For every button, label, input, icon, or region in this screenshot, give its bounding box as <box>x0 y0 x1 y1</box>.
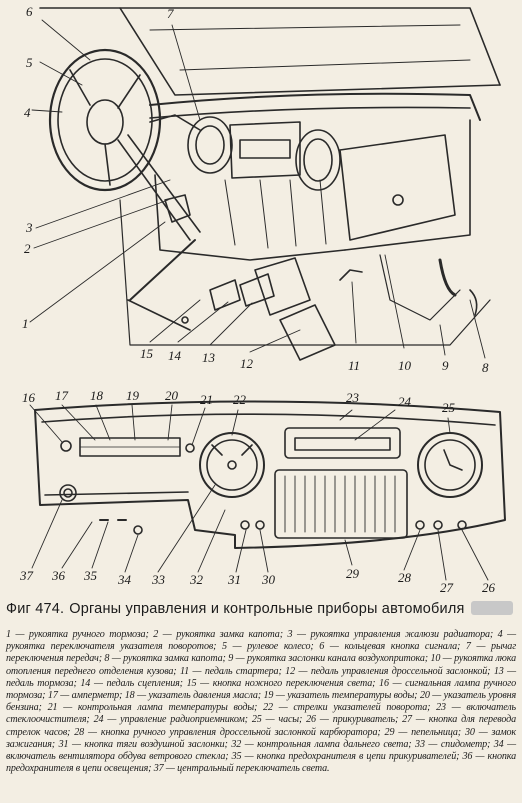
callout-37: 37 <box>19 568 34 583</box>
callout-32: 32 <box>189 572 204 587</box>
callout-28: 28 <box>398 570 412 585</box>
callout-9: 9 <box>442 358 449 373</box>
callout-8: 8 <box>482 360 489 375</box>
callout-16: 16 <box>22 390 36 405</box>
redaction-box <box>470 601 513 615</box>
callout-21: 21 <box>200 392 213 407</box>
legend-text: 1 — рукоятка ручного тормоза; 2 — рукоят… <box>6 629 516 775</box>
callout-12: 12 <box>240 356 254 371</box>
dashboard-drawing: 6 5 4 7 3 2 1 15 14 13 12 11 10 9 8 16 1… <box>19 4 506 595</box>
callout-10: 10 <box>398 358 412 373</box>
callout-34: 34 <box>117 572 132 587</box>
callout-26: 26 <box>482 580 496 595</box>
figure-caption: Фиг 474.Органы управления и контрольные … <box>6 601 518 623</box>
callout-4: 4 <box>24 105 31 120</box>
callout-31: 31 <box>227 572 241 587</box>
callout-24: 24 <box>398 394 412 409</box>
callout-29: 29 <box>346 566 360 581</box>
figure-number: Фиг 474. <box>6 601 65 617</box>
callout-14: 14 <box>168 348 182 363</box>
callout-27: 27 <box>440 580 454 595</box>
callout-20: 20 <box>165 388 179 403</box>
callout-17: 17 <box>55 388 69 403</box>
callout-36: 36 <box>51 568 66 583</box>
callout-11: 11 <box>348 358 360 373</box>
callout-35: 35 <box>83 568 98 583</box>
callout-3: 3 <box>25 220 33 235</box>
callout-6: 6 <box>26 4 33 19</box>
figure-legend: 1 — рукоятка ручного тормоза; 2 — рукоят… <box>6 629 516 801</box>
dashboard-illustration: 6 5 4 7 3 2 1 15 14 13 12 11 10 9 8 16 1… <box>19 4 506 595</box>
callout-22: 22 <box>233 392 247 407</box>
callout-15: 15 <box>140 346 154 361</box>
callout-13: 13 <box>202 350 216 365</box>
callout-1: 1 <box>22 316 29 331</box>
callout-18: 18 <box>90 388 104 403</box>
figure-title: Органы управления и контрольные приборы … <box>69 601 465 617</box>
callout-30: 30 <box>261 572 276 587</box>
callout-33: 33 <box>151 572 166 587</box>
callout-5: 5 <box>26 55 33 70</box>
callout-25: 25 <box>442 400 456 415</box>
callout-2: 2 <box>24 241 31 256</box>
callout-23: 23 <box>346 390 360 405</box>
callout-19: 19 <box>126 388 140 403</box>
callout-7: 7 <box>167 6 174 21</box>
